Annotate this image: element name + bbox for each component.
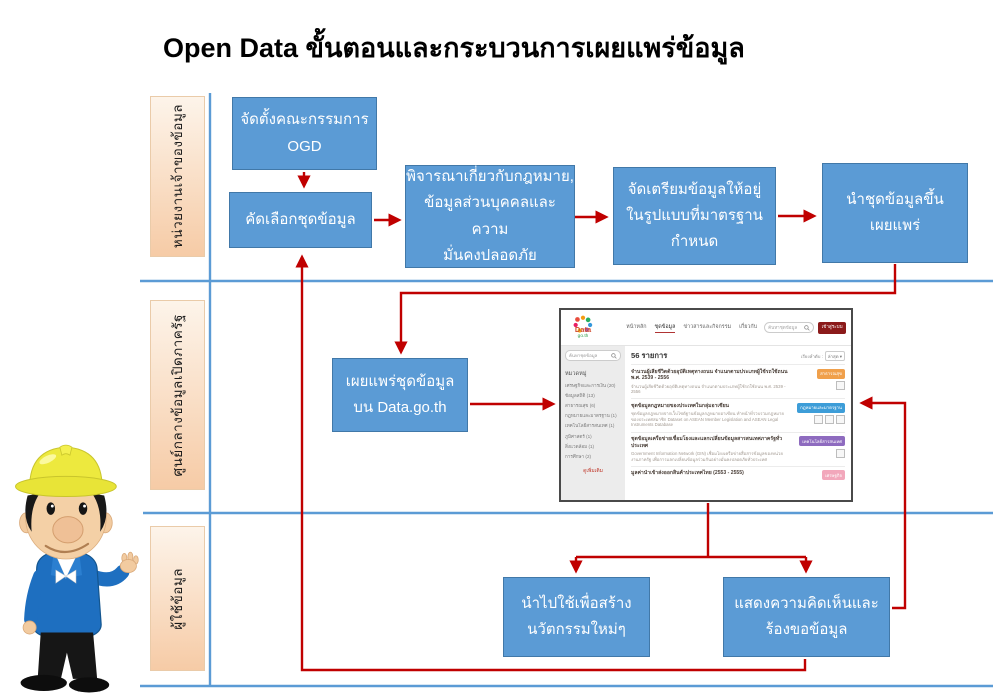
- sort-dropdown[interactable]: เรียงลำดับ : ล่าสุด ▾: [801, 351, 845, 361]
- file-format-icon: [836, 415, 845, 425]
- chevron-down-icon: ▾: [839, 353, 842, 359]
- sidebar-more-link[interactable]: ดูเพิ่มเติม: [583, 467, 603, 474]
- dataset-tag[interactable]: กฎหมายและมาตรฐาน: [797, 402, 845, 413]
- lane-label-data-user: ผู้ใช้ข้อมูล: [150, 526, 205, 671]
- hard-hat-icon: [15, 444, 117, 498]
- file-format-icon: [814, 415, 823, 425]
- results-count: 56 รายการ: [631, 351, 668, 360]
- box-text-line: เผยแพร่: [869, 217, 921, 234]
- site-logo-word: Data: [574, 325, 592, 335]
- sidebar-search-input[interactable]: ค้นหาชุดข้อมูล: [565, 350, 621, 361]
- site-nav-item-news[interactable]: ข่าวสารและกิจกรรม: [683, 323, 732, 330]
- process-box-establish-ogd-committee: จัดตั้งคณะกรรมการ OGD: [232, 97, 377, 170]
- lane-label-data-owner: หน่วยงานเจ้าของข้อมูล: [150, 96, 205, 257]
- box-text-line: ร้องขอข้อมูล: [765, 621, 848, 638]
- process-box-create-innovation: นำไปใช้เพื่อสร้าง นวัตกรรมใหม่ๆ: [503, 577, 650, 657]
- mascot-body: [20, 549, 139, 693]
- site-search-input[interactable]: ค้นหาชุดข้อมูล: [764, 322, 815, 333]
- sidebar-category[interactable]: สาธารณสุข (6): [565, 402, 596, 408]
- mascot-head: [19, 475, 113, 560]
- box-text-line: กำหนด: [670, 233, 719, 251]
- dataset-title[interactable]: มูลค่านำเข้าส่งออกสินค้าประเทศไทย (2553 …: [631, 470, 744, 477]
- site-logo[interactable]: Data go.th: [566, 315, 600, 339]
- lane-label-text: ศูนย์กลางข้อมูลเปิดภาครัฐ: [169, 313, 185, 477]
- site-nav: หน้าหลัก ชุดข้อมูล ข่าวสารและกิจกรรม เกี…: [626, 323, 757, 333]
- site-sidebar: ค้นหาชุดข้อมูล หมวดหมู่ เศรษฐกิจและการเง…: [561, 346, 625, 500]
- file-format-icons: [814, 415, 845, 425]
- arrow-site-split: [576, 503, 806, 559]
- box-text-line: แสดงความคิดเห็นและ: [734, 594, 879, 612]
- lane-label-text: หน่วยงานเจ้าของข้อมูล: [169, 104, 185, 249]
- file-format-icon: [836, 381, 845, 390]
- sort-value: ล่าสุด: [827, 353, 839, 359]
- box-text-line: OGD: [287, 137, 322, 155]
- box-text-line: ในรูปแบบที่มาตรฐาน: [626, 206, 763, 224]
- dataset-title[interactable]: จำนวนผู้เสียชีวิตด้วยอุบัติเหตุทางถนน จำ…: [631, 368, 788, 382]
- sidebar-category[interactable]: เทคโนโลยีสารสนเทศ (1): [565, 423, 615, 429]
- dataset-tag[interactable]: เทคโนโลยีสารสนเทศ: [799, 436, 845, 447]
- box-text-line: นำชุดข้อมูลขึ้น: [846, 190, 944, 208]
- site-body: ค้นหาชุดข้อมูล หมวดหมู่ เศรษฐกิจและการเง…: [561, 346, 851, 500]
- dataset-title[interactable]: ชุดข้อมูลกฎหมายของประเทศในกลุ่มอาเซียน: [631, 402, 730, 409]
- dataset-desc: จำนวนผู้เสียชีวิตด้วยอุบัติเหตุทางถนน จำ…: [631, 383, 786, 395]
- dataset-desc: Government Information Network (GIN) เชื…: [631, 451, 783, 462]
- box-text-line: พิจารณาเกี่ยวกับกฎหมาย,: [406, 168, 574, 185]
- dataset-desc: ชุดข้อมูลกฎหมายจากเว็บไซต์ฐานข้อมูลกฎหมา…: [631, 411, 784, 428]
- sidebar-category[interactable]: กฎหมายและมาตรฐาน (1): [565, 413, 617, 419]
- diagram-title: Open Data ขั้นตอนและกระบวนการเผยแพร่ข้อม…: [163, 33, 745, 63]
- site-nav-item-datasets[interactable]: ชุดข้อมูล: [654, 323, 676, 333]
- box-text-line: เผยแพร่ชุดข้อมูล: [345, 372, 455, 390]
- lane-label-open-data-center: ศูนย์กลางข้อมูลเปิดภาครัฐ: [150, 300, 205, 490]
- process-box-feedback-request: แสดงความคิดเห็นและ ร้องขอข้อมูล: [723, 577, 890, 657]
- box-text-line: จัดตั้งคณะกรรมการ: [240, 111, 369, 129]
- process-box-upload-datasets: นำชุดข้อมูลขึ้น เผยแพร่: [822, 163, 968, 263]
- sidebar-category[interactable]: การศึกษา (2): [565, 454, 592, 460]
- sort-label: เรียงลำดับ :: [801, 353, 823, 359]
- site-login-button[interactable]: เข้าสู่ระบบ: [818, 321, 846, 334]
- process-box-publish-datasets: เผยแพร่ชุดข้อมูล บน Data.go.th: [332, 358, 468, 432]
- site-search-placeholder: ค้นหาชุดข้อมูล: [768, 325, 798, 330]
- box-text-line: บน Data.go.th: [353, 399, 447, 416]
- sidebar-section-title: หมวดหมู่: [565, 371, 587, 377]
- dataset-list-item[interactable]: ชุดข้อมูลกฎหมายของประเทศในกลุ่มอาเซียน ช…: [631, 398, 845, 431]
- sidebar-category[interactable]: สิ่งแวดล้อม (1): [565, 443, 595, 449]
- box-text-line: จัดเตรียมข้อมูลให้อยู่: [627, 180, 762, 198]
- file-format-icon: [825, 415, 834, 425]
- dataset-tag[interactable]: สาธารณสุข: [817, 368, 845, 379]
- datagovth-screenshot: Data go.th หน้าหลัก ชุดข้อมูล ข่าวสารและ…: [559, 308, 853, 502]
- dataset-tag[interactable]: เศรษฐกิจ: [822, 470, 845, 481]
- box-text-line: นวัตกรรมใหม่ๆ: [527, 621, 626, 638]
- dataset-list-item[interactable]: จำนวนผู้เสียชีวิตด้วยอุบัติเหตุทางถนน จำ…: [631, 364, 845, 398]
- lane-label-text: ผู้ใช้ข้อมูล: [169, 567, 185, 630]
- file-format-icons: [836, 381, 845, 390]
- site-logo-sub: go.th: [577, 333, 589, 339]
- search-icon: [611, 352, 617, 359]
- file-format-icon: [836, 448, 845, 458]
- box-text-line: มั่นคงปลอดภัย: [443, 246, 537, 264]
- site-header: Data go.th หน้าหลัก ชุดข้อมูล ข่าวสารและ…: [561, 310, 851, 346]
- sidebar-category[interactable]: ภูมิศาสตร์ (1): [565, 433, 592, 439]
- site-results: 56 รายการ เรียงลำดับ : ล่าสุด ▾ จำนวนผู้…: [625, 346, 851, 500]
- site-nav-item-about[interactable]: เกี่ยวกับ: [739, 323, 758, 330]
- sidebar-search-placeholder: ค้นหาชุดข้อมูล: [569, 353, 598, 358]
- process-box-legal-review: พิจารณาเกี่ยวกับกฎหมาย, ข้อมูลส่วนบุคคลแ…: [405, 165, 575, 268]
- dataset-list-item[interactable]: มูลค่านำเข้าส่งออกสินค้าประเทศไทย (2553 …: [631, 465, 845, 484]
- dataset-title[interactable]: ชุดข้อมูลเครือข่ายเชื่อมโยงและแลกเปลี่ยน…: [631, 436, 783, 449]
- process-box-prepare-data: จัดเตรียมข้อมูลให้อยู่ ในรูปแบบที่มาตรฐา…: [613, 167, 776, 265]
- mascot-hand: [119, 551, 139, 573]
- sidebar-category[interactable]: เศรษฐกิจและการเงิน (20): [565, 382, 616, 388]
- file-format-icons: [836, 448, 845, 458]
- box-text-line: นำไปใช้เพื่อสร้าง: [521, 594, 632, 612]
- sidebar-category[interactable]: ข้อมูลสถิติ (13): [565, 392, 595, 398]
- dataset-list-item[interactable]: ชุดข้อมูลเครือข่ายเชื่อมโยงและแลกเปลี่ยน…: [631, 431, 845, 466]
- search-icon: [804, 324, 810, 331]
- site-nav-item-home[interactable]: หน้าหลัก: [626, 323, 647, 330]
- box-text-line: คัดเลือกชุดข้อมูล: [245, 210, 356, 228]
- site-logo-icon: [573, 316, 593, 334]
- process-box-select-datasets: คัดเลือกชุดข้อมูล: [229, 192, 372, 248]
- mascot-character: [15, 444, 139, 693]
- box-text-line: ข้อมูลส่วนบุคคลและความ: [424, 194, 556, 238]
